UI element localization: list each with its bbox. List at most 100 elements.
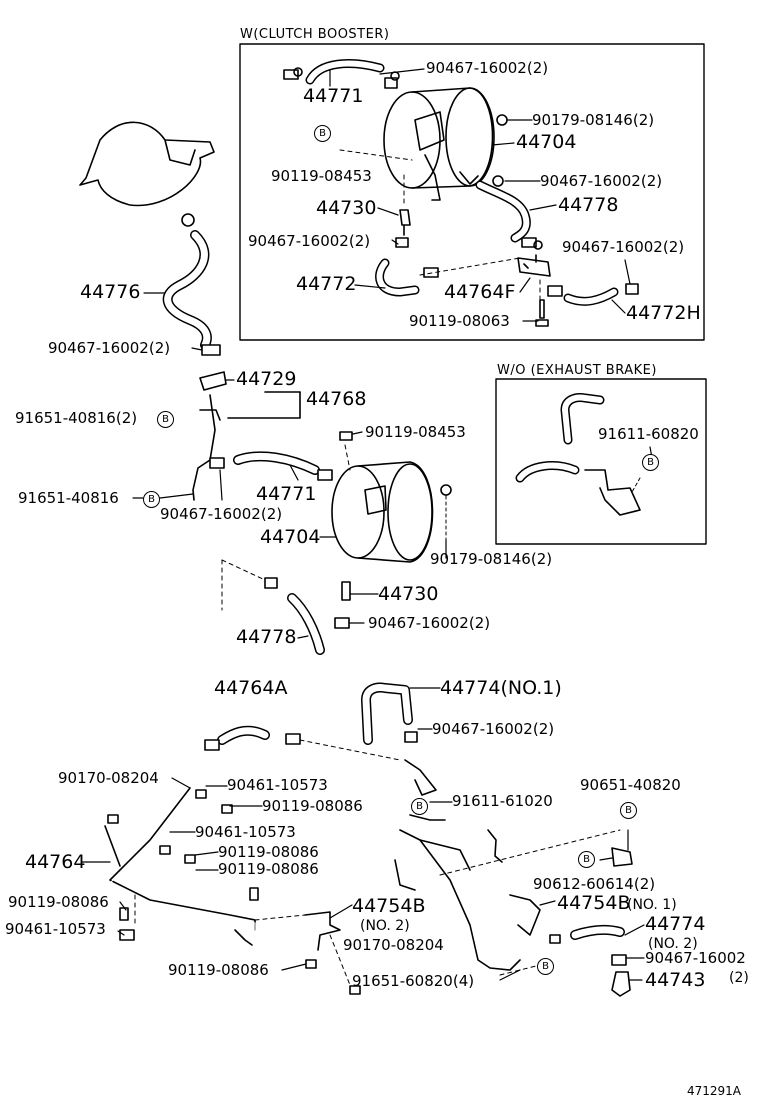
ref-mark-b: B — [642, 454, 659, 471]
part-label: 90461-10573 — [5, 920, 106, 938]
bolt-90119-mid — [339, 431, 353, 441]
clamp-mid-left — [209, 457, 225, 469]
bracket-lower-left — [234, 929, 253, 946]
part-label: 90467-16002(2) — [248, 232, 371, 250]
part-label: 90467-16002(2) — [540, 172, 663, 190]
ref-mark-b: B — [537, 958, 554, 975]
part-label: 90612-60614(2) — [533, 875, 656, 893]
part-label: 90119-08453 — [365, 423, 466, 441]
bracket-90612 — [611, 847, 633, 867]
ref-mark-b: B — [314, 125, 331, 142]
part-label: 91651-40816 — [18, 489, 119, 507]
clamp-44772 — [423, 267, 439, 278]
clamp-90467-right — [492, 175, 504, 187]
clamp-mid-right — [317, 469, 333, 481]
part-label: 44778 — [558, 194, 619, 216]
bracket-91611 — [404, 759, 437, 796]
part-label: 44764F — [444, 281, 516, 303]
bolt-90179-mid — [440, 484, 452, 496]
part-label: 44774(NO.1) — [440, 677, 562, 699]
part-label: 90651-40820 — [580, 776, 681, 794]
part-label: 90467-16002(2) — [426, 59, 549, 77]
clutch-booster-title: W(CLUTCH BOOSTER) — [240, 27, 390, 42]
bolt-90119-08063 — [535, 299, 549, 327]
part-label: 90119-08086 — [218, 860, 319, 878]
part-label: 90119-08086 — [218, 843, 319, 861]
clamp-tank — [181, 213, 195, 227]
image-code: 471291A — [687, 1084, 742, 1098]
exhaust-brake-frame — [495, 378, 707, 545]
part-label: 90119-08453 — [271, 167, 372, 185]
part-label: 90170-08204 — [343, 936, 444, 954]
part-label: 44772 — [296, 273, 357, 295]
part-label: 44768 — [306, 388, 367, 410]
bracket-44764F — [517, 257, 551, 277]
part-label: 90119-08086 — [8, 893, 109, 911]
clamp-lower-right — [521, 237, 543, 250]
part-label: 90467-16002(2) — [48, 339, 171, 357]
valve-44743 — [611, 971, 631, 997]
part-label: 90467-16002 — [645, 949, 746, 967]
part-label: 91611-60820 — [598, 425, 699, 443]
exhaust-brake-title: W/O (EXHAUST BRAKE) — [497, 363, 657, 378]
part-label: 44771 — [303, 85, 364, 107]
part-label: 44730 — [378, 583, 439, 605]
part-label: (NO. 1) — [627, 897, 677, 913]
bracket-44754B-no2 — [304, 911, 341, 951]
clamp-mid-lower-left — [264, 577, 278, 589]
pipe-44768 — [192, 394, 216, 501]
clamp-44774-no1 — [404, 731, 418, 743]
part-label: 44774 — [645, 913, 706, 935]
clamp-90467-d — [625, 283, 639, 295]
part-label: 44771 — [256, 483, 317, 505]
clamp-44776-bottom — [201, 344, 221, 356]
part-label: 90119-08086 — [168, 961, 269, 979]
small-parts-lower — [107, 789, 561, 995]
clamp-top-right — [384, 71, 400, 89]
bolt-90179-box1 — [496, 114, 508, 126]
part-label: 44729 — [236, 368, 297, 390]
part-label: 44772H — [626, 302, 701, 324]
ref-mark-b: B — [620, 802, 637, 819]
part-label: (NO. 2) — [360, 918, 410, 934]
part-label: 44704 — [516, 131, 577, 153]
booster-44704-front — [383, 91, 441, 189]
part-label: 91651-40816(2) — [15, 409, 138, 427]
part-label: 44776 — [80, 281, 141, 303]
sensor-44730-box1 — [399, 209, 411, 236]
clamp-mid-lower — [334, 617, 350, 629]
sensor-44730-mid — [341, 581, 351, 601]
part-label: 44754B — [352, 895, 426, 917]
pipe-main-right — [399, 829, 521, 971]
part-label: 44764A — [214, 677, 288, 699]
bracket-box2 — [584, 469, 641, 516]
part-label: (NO. 2) — [648, 936, 698, 952]
clamp-44764A-left — [204, 739, 220, 751]
part-label: (2) — [729, 970, 749, 986]
part-label: 90179-08146(2) — [430, 550, 553, 568]
clamp-top-left — [283, 67, 303, 80]
part-label: 90467-16002(2) — [160, 505, 283, 523]
tank — [79, 121, 215, 207]
part-label: 90461-10573 — [195, 823, 296, 841]
leader-lines — [81, 68, 653, 981]
part-label: 90467-16002(2) — [562, 238, 685, 256]
part-label: 91651-60820(4) — [352, 972, 475, 990]
clamp-44772H — [547, 285, 563, 297]
part-label: 44743 — [645, 969, 706, 991]
clamp-44764A-right — [285, 733, 301, 745]
part-label: 44754B — [557, 892, 631, 914]
part-label: 90119-08063 — [409, 312, 510, 330]
clamp-44774-no2 — [611, 954, 627, 966]
ref-mark-b: B — [578, 851, 595, 868]
bracket-center-right — [487, 829, 503, 863]
part-label: 44778 — [236, 626, 297, 648]
ref-mark-b: B — [143, 491, 160, 508]
part-label: 91611-61020 — [452, 792, 553, 810]
part-label: 90179-08146(2) — [532, 111, 655, 129]
part-label: 44730 — [316, 197, 377, 219]
pipe-44764 — [109, 787, 256, 931]
part-label: 90119-08086 — [262, 797, 363, 815]
